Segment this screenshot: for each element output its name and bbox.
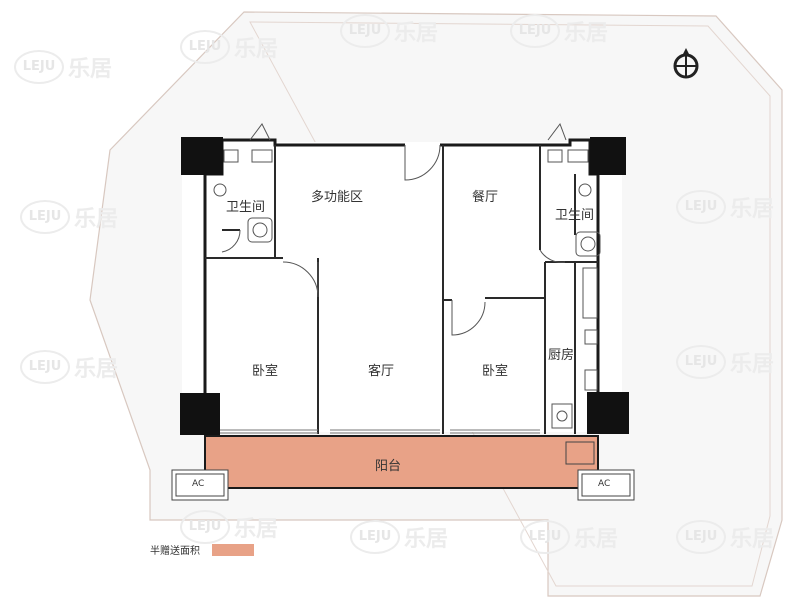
room-label-bathroom-left: 卫生间 xyxy=(226,200,266,215)
room-label-living: 客厅 xyxy=(368,364,395,379)
ac-units xyxy=(171,469,635,501)
balcony-area xyxy=(204,435,599,489)
unit-footprint xyxy=(182,142,622,432)
ac-label-left: AC xyxy=(192,479,205,489)
kitchen-fixtures xyxy=(551,267,598,429)
right-bathroom-fixtures xyxy=(547,149,601,257)
room-label-multi-function: 多功能区 xyxy=(311,190,364,205)
room-label-bedroom-right: 卧室 xyxy=(482,364,509,379)
ac-label-right: AC xyxy=(598,479,611,489)
site-boundary-inner xyxy=(249,21,771,587)
compass-icon xyxy=(673,48,699,79)
balcony-sink xyxy=(565,441,595,465)
legend-swatch xyxy=(212,543,254,556)
room-label-balcony: 阳台 xyxy=(375,459,402,474)
room-label-bedroom-left: 卧室 xyxy=(252,364,279,379)
windows xyxy=(220,429,540,434)
legend: 半赠送面积 xyxy=(150,542,254,557)
legend-label: 半赠送面积 xyxy=(150,546,200,557)
room-label-kitchen: 厨房 xyxy=(548,348,575,363)
door-swings xyxy=(221,122,567,336)
left-bathroom-fixtures xyxy=(213,149,273,243)
structural-columns xyxy=(180,137,629,435)
room-label-dining: 餐厅 xyxy=(472,190,499,205)
room-label-bathroom-right: 卫生间 xyxy=(555,208,595,223)
